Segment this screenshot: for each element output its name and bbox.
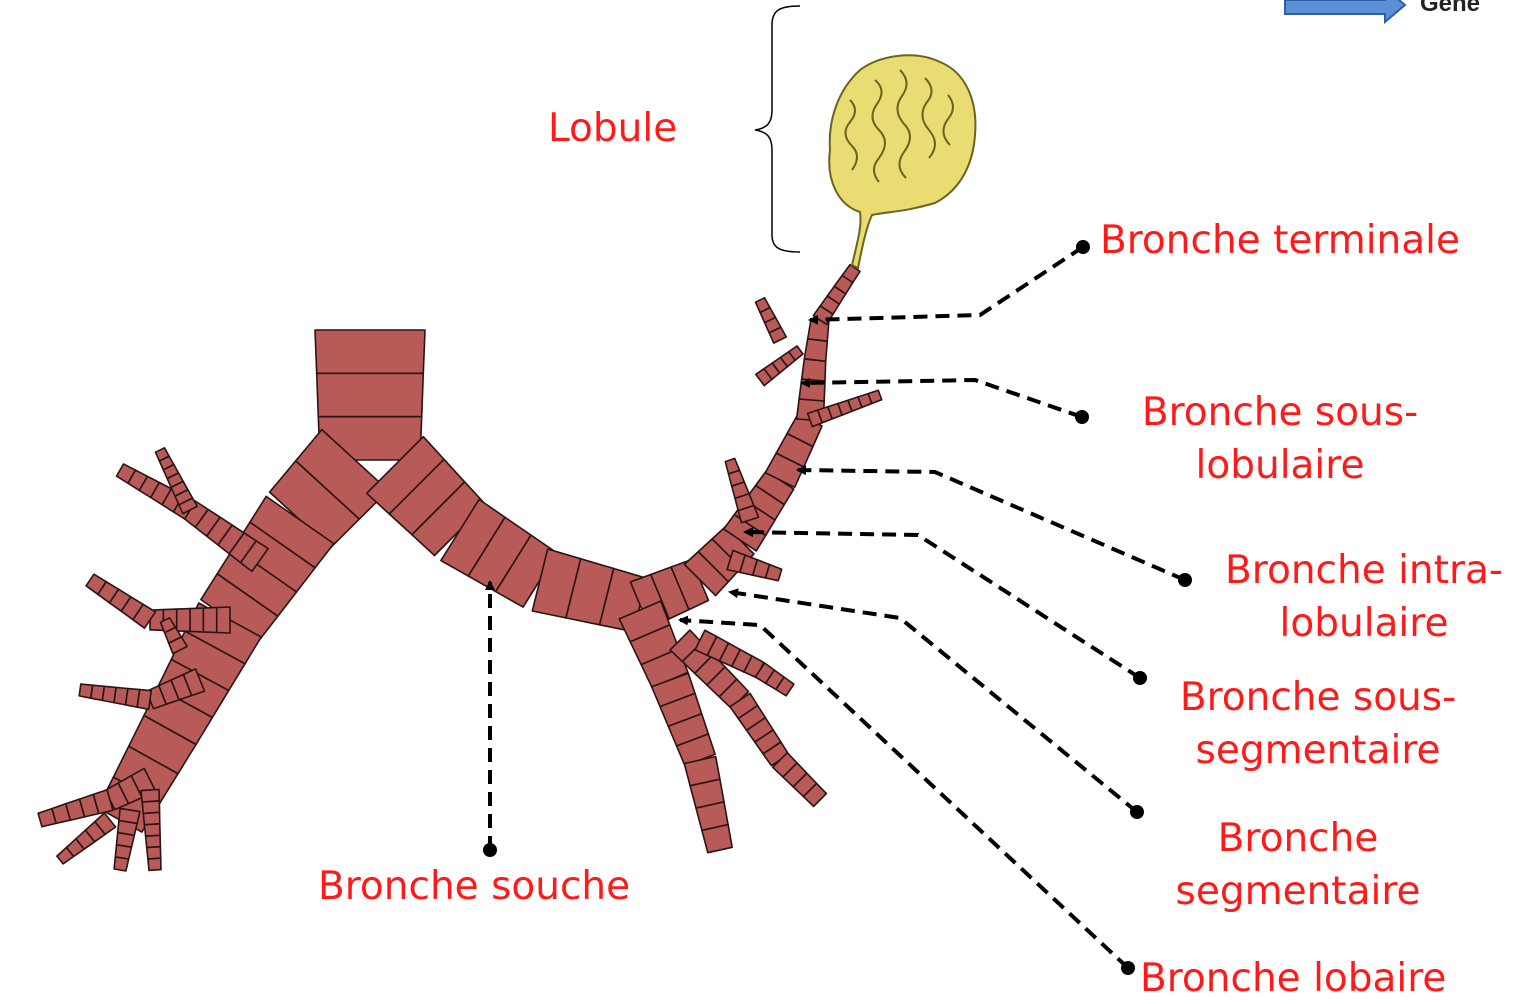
bronchus-ring [146,835,161,847]
label-line: Bronche sous- [1112,392,1448,435]
bronchus-ring [315,330,425,373]
label-bronche-sous-lobulaire: Bronche sous- lobulaire [1112,392,1448,488]
label-line: lobulaire [1112,445,1448,488]
bronchus-ring [148,858,161,870]
label-line: segmentaire [1130,871,1466,914]
bronchus-ring [317,373,424,416]
bronchus-ring [147,847,161,859]
label-line: lobulaire [1196,603,1532,646]
label-bronche-intra-lobulaire: Bronche intra- lobulaire [1196,550,1532,646]
leader-sous-segmentaire [745,532,1147,685]
label-bronche-segmentaire: Bronche segmentaire [1130,818,1466,914]
label-lobule: Lobule [548,108,677,151]
label-line: Bronche sous- [1150,677,1486,720]
bronchus-ring [142,801,159,814]
bronchus-ring [217,607,230,633]
bronchial-tree [38,265,882,871]
bronchus-ring [804,339,827,362]
label-bronche-souche: Bronche souche [318,866,630,909]
bronchus-ring [177,609,190,632]
bronchus-ring [725,458,739,473]
label-bronche-lobaire: Bronche lobaire [1140,958,1446,1001]
leader-souche [483,582,497,857]
bronchus-ring [702,825,732,853]
lobule-bracket [755,6,800,252]
label-line: Bronche [1130,818,1466,861]
lobule-shape [829,55,975,268]
bronchus-ring [143,812,160,825]
bronchus-ring [190,608,203,632]
label-line: segmentaire [1150,730,1486,773]
bronchus-ring [79,684,92,698]
bronchus-ring [144,824,160,836]
nav-arrow-label[interactable]: Gene [1420,0,1480,18]
label-bronche-terminale: Bronche terminale [1100,220,1460,263]
bronchus-ring [203,608,216,633]
bronchus-ring [114,857,129,871]
bronchus-ring [141,789,159,802]
nav-arrow-icon[interactable] [1285,0,1405,22]
label-bronche-sous-segmentaire: Bronche sous- segmentaire [1150,677,1486,773]
bronchus-ring [802,359,826,381]
label-line: Bronche intra- [1196,550,1532,593]
bronchus-ring [38,809,56,827]
